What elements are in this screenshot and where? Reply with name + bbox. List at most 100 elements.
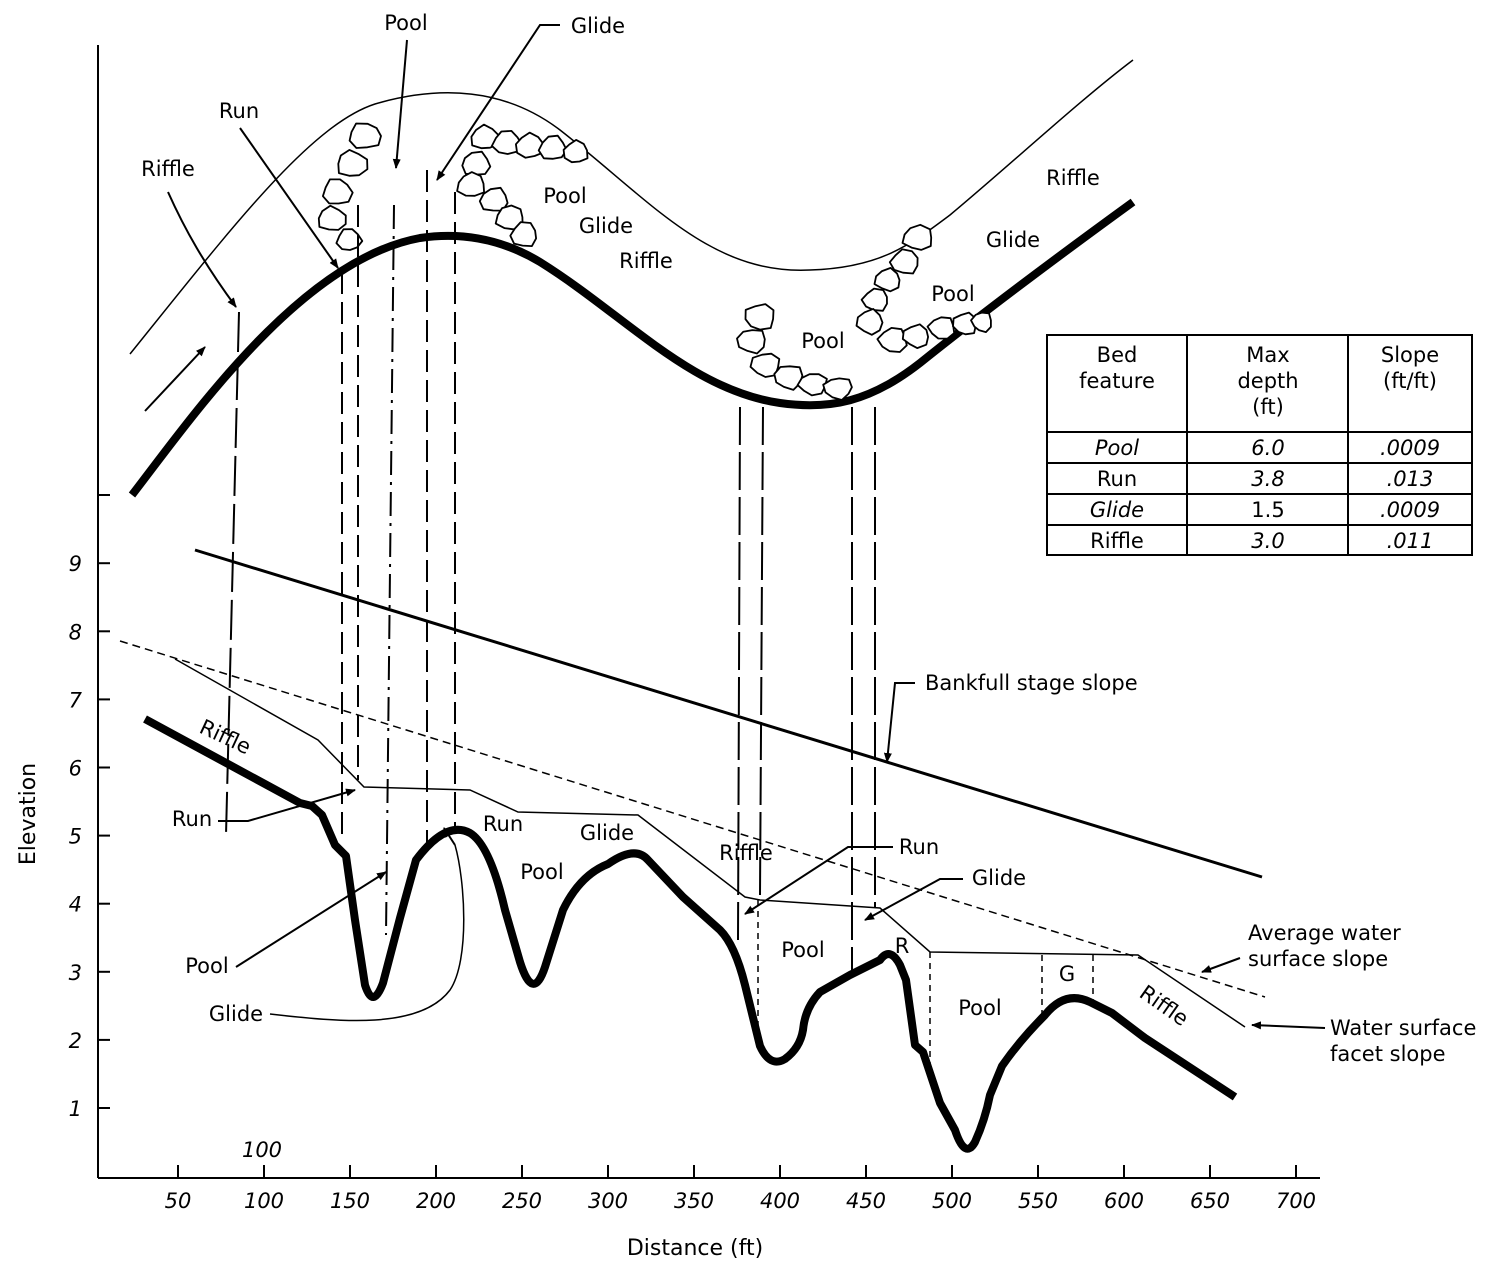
label-bankfull: Bankfull stage slope xyxy=(925,671,1138,695)
pointer-arrow xyxy=(864,878,963,921)
y-tick-label: 5 xyxy=(69,825,82,849)
label-glide-bend: Glide xyxy=(579,214,633,238)
cobble xyxy=(509,221,537,248)
x-tick-label: 650 xyxy=(1190,1189,1230,1213)
cobble xyxy=(873,266,901,293)
cobble xyxy=(537,134,568,160)
label-avg-water-2: surface slope xyxy=(1248,947,1388,971)
y-tick-label: 7 xyxy=(69,688,83,712)
x-tick-label: 100 xyxy=(244,1189,284,1213)
table-cell: .0009 xyxy=(1380,436,1440,460)
plan-view-arrows xyxy=(167,24,560,308)
axes xyxy=(97,45,1320,1179)
cobble xyxy=(456,171,486,197)
cobble xyxy=(321,178,354,205)
x-tick-label: 600 xyxy=(1104,1189,1144,1213)
profile-lines xyxy=(119,548,1266,1153)
cobble xyxy=(515,131,545,159)
label-pool-4: Pool xyxy=(958,996,1001,1020)
table-cell: 1.5 xyxy=(1251,498,1284,522)
cobble xyxy=(888,248,919,275)
profile-dashed-lines xyxy=(757,900,1094,1065)
label-glide-2: Glide xyxy=(580,821,634,845)
cobble xyxy=(490,129,524,155)
pointer-arrow xyxy=(1251,1021,1326,1030)
label-glide-3: Glide xyxy=(972,866,1026,890)
x-tick-label: 700 xyxy=(1276,1189,1316,1213)
label-run-2: Run xyxy=(483,812,523,836)
profile-arrows xyxy=(218,682,1326,1030)
x-axis-title: Distance (ft) xyxy=(627,1236,763,1261)
table-cell: Glide xyxy=(1090,498,1144,522)
label-pool-3: Pool xyxy=(781,938,824,962)
label-pool-right: Pool xyxy=(931,282,974,306)
x-tick-label: 300 xyxy=(588,1189,628,1213)
bed-profile-line xyxy=(143,715,1238,1153)
table-cell: .0009 xyxy=(1380,498,1440,522)
cobble xyxy=(926,316,956,340)
pointer-arrow xyxy=(235,871,387,968)
x-tick-label: 500 xyxy=(932,1189,972,1213)
y-tick-label: 4 xyxy=(69,893,82,917)
y-tick-label: 2 xyxy=(69,1029,82,1053)
pointer-arrow xyxy=(1201,957,1241,973)
table-header-ft: (ft) xyxy=(1252,395,1284,419)
outer-bank-line xyxy=(129,59,1134,355)
cobble xyxy=(337,148,369,177)
plan-view xyxy=(128,59,1136,498)
label-pool-2: Pool xyxy=(520,860,563,884)
flow-direction-arrow xyxy=(144,346,206,412)
label-pool-1: Pool xyxy=(185,954,228,978)
average-water-surface-line xyxy=(119,640,1266,998)
projection-line xyxy=(225,311,240,836)
x-tick-label: 350 xyxy=(674,1189,714,1213)
y-axis-title: Elevation xyxy=(16,763,41,865)
table-border xyxy=(1046,334,1473,556)
cobble xyxy=(901,323,929,350)
x-tick-label: 50 xyxy=(165,1189,192,1213)
y-tick-label: 8 xyxy=(69,620,82,644)
cobble xyxy=(744,303,775,331)
label-riffle-bend: Riffle xyxy=(619,249,673,273)
projection-line xyxy=(759,406,764,896)
label-glide-1: Glide xyxy=(209,1002,263,1026)
label-facet-2: facet slope xyxy=(1330,1042,1446,1066)
plan-view-labels: Pool Glide Run Riffle Pool Glide Riffle … xyxy=(141,11,1100,353)
x-tick-label: 400 xyxy=(760,1189,800,1213)
x-tick-label: 150 xyxy=(330,1189,370,1213)
label-facet-1: Water surface xyxy=(1330,1016,1476,1040)
bankfull-stage-line xyxy=(194,548,1263,879)
table-header-bed: Bed xyxy=(1097,343,1138,367)
table-cell: 6.0 xyxy=(1251,436,1284,460)
label-pool-top: Pool xyxy=(384,11,427,35)
cobble xyxy=(562,138,589,164)
table-cell: .011 xyxy=(1387,529,1434,553)
glide-pointer-curve xyxy=(269,844,465,1022)
cobble xyxy=(736,329,766,355)
cobble xyxy=(901,223,933,251)
cobble xyxy=(494,204,524,231)
cobble xyxy=(796,373,828,397)
pointer-arrow xyxy=(218,788,356,822)
y-tick-label: 6 xyxy=(69,757,82,781)
cobble xyxy=(773,365,804,391)
label-glide-right: Glide xyxy=(986,228,1040,252)
pointer-arrow xyxy=(443,827,456,846)
projection-line xyxy=(385,204,395,936)
table-cell: 3.0 xyxy=(1251,529,1284,553)
cobble xyxy=(335,228,364,251)
table-header-depth: depth xyxy=(1237,369,1298,393)
x-tick-label: 450 xyxy=(846,1189,886,1213)
x-tick-label: 250 xyxy=(502,1189,542,1213)
label-run-3: Run xyxy=(899,835,939,859)
y-ticks xyxy=(98,494,110,1109)
pointer-arrow xyxy=(392,39,408,169)
table-header-feature: feature xyxy=(1079,369,1155,393)
cobble xyxy=(876,326,908,353)
cobbles xyxy=(317,122,992,401)
x-tick-label: 550 xyxy=(1018,1189,1058,1213)
pointer-arrow xyxy=(436,24,560,181)
cobble xyxy=(317,204,347,231)
cobble xyxy=(970,311,992,334)
